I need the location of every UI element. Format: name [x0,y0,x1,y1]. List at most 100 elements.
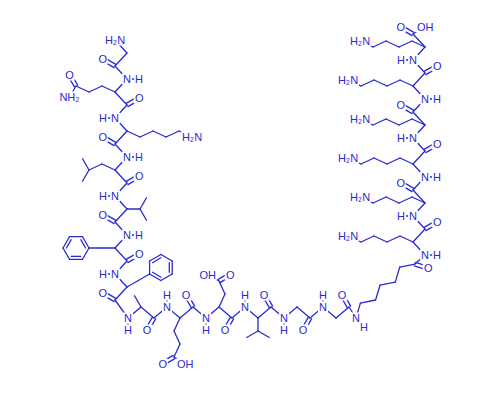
bond [258,331,269,338]
atom-label: H₂N [181,132,203,143]
bond [83,237,90,248]
bond [399,41,412,47]
bond [257,318,258,331]
bond [115,170,127,183]
bond [127,131,140,137]
bond [400,158,413,164]
bond [89,247,102,248]
atom-label: N [318,302,328,313]
atom-label: O [157,358,168,369]
bond [161,255,172,262]
bond [127,281,138,288]
atom-label: H [162,290,172,301]
bond [413,229,425,242]
bond [413,34,425,47]
atom-label: O [225,269,236,280]
bond [180,307,193,318]
atom-label: N [240,302,250,313]
atom-label: N [279,313,289,324]
bond [115,92,127,105]
atom-label: O [396,178,407,189]
atom-label: N [408,211,418,222]
bond [115,287,127,300]
atom-label: H₂N [337,75,359,86]
atom-label: O [396,22,407,33]
bond [387,236,400,242]
bond [83,248,90,259]
atom-label: H [318,290,328,301]
atom-label: H [134,74,144,85]
bond [360,300,375,303]
atom-label: O [432,217,443,228]
bond [140,209,147,220]
bond [174,331,180,344]
bond [361,158,374,164]
atom-label: H [432,172,442,183]
atom-label: OH [416,22,435,33]
atom-label: H [201,325,211,336]
atom-label: O [98,132,109,143]
bond [412,119,425,125]
atom-label: O [98,210,109,221]
bond [247,331,258,338]
bond [400,264,415,267]
atom-label: H [359,321,369,332]
bond [141,307,154,318]
bond [89,164,102,170]
bond [219,307,232,318]
bond [413,151,425,164]
bond [297,307,310,318]
bond [138,274,149,281]
atom-label: N [162,302,172,313]
bond [399,197,412,203]
atom-label: N [420,94,430,105]
atom-label: H [279,325,289,336]
atom-label: H [432,250,442,261]
atom-label: H [432,94,442,105]
atom-label: H₂N [337,231,359,242]
atom-label: N [201,313,211,324]
atom-label: N [110,113,120,124]
atom-label: O [423,263,434,274]
atom-label: OH [198,269,217,280]
bond [83,159,90,170]
atom-label: O [220,325,231,336]
bond [63,248,70,259]
bond [140,198,147,209]
bond [89,86,102,92]
atom-label: NH₂ [58,92,80,103]
atom-label: O [64,69,75,80]
bond [63,237,70,248]
bond [81,240,86,248]
atom-label: N [408,133,418,144]
bond [387,80,400,86]
bond [374,236,387,242]
atom-label: H [123,325,133,336]
atom-label: N [110,191,120,202]
bond [373,119,386,125]
bond [172,261,173,274]
bond [115,53,127,66]
atom-label: O [134,93,145,104]
bond [361,236,374,242]
bond [115,248,127,261]
atom-label: H₂N [349,114,371,125]
bond [153,131,166,137]
bond [219,294,225,307]
bond [140,131,153,137]
atom-label: H [98,113,108,124]
bond [400,236,413,242]
atom-label: N [408,55,418,66]
atom-label: O [298,325,309,336]
atom-label: N [123,313,133,324]
bond [373,41,386,47]
bond [336,307,349,318]
bond [102,86,115,92]
atom-label: H₂N [337,153,359,164]
atom-label: N [110,269,120,280]
bond [386,41,399,47]
bond [399,119,412,125]
bond [71,256,81,257]
atom-label: N [122,152,132,163]
bond [386,197,399,203]
